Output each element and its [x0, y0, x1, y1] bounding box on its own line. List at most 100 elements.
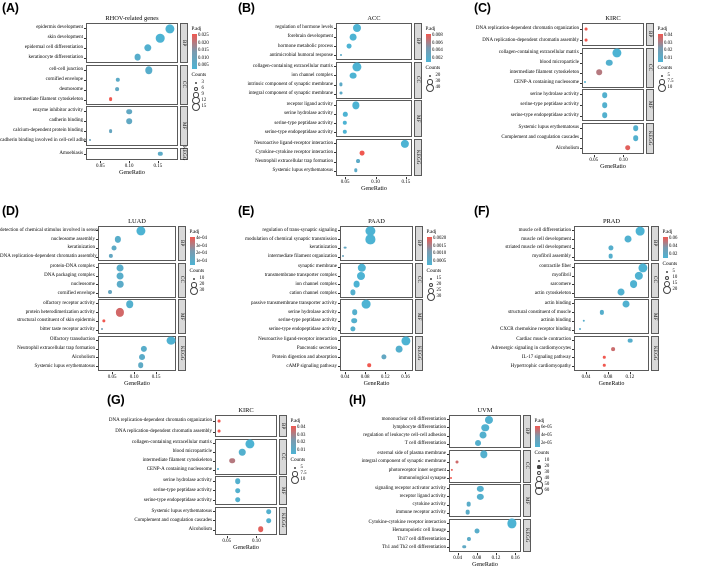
data-point[interactable] — [359, 150, 365, 156]
data-point[interactable] — [507, 518, 517, 528]
data-point[interactable] — [117, 280, 124, 288]
data-point[interactable] — [342, 120, 347, 126]
data-point[interactable] — [239, 449, 246, 456]
data-point[interactable] — [101, 327, 104, 330]
data-point[interactable] — [354, 168, 358, 172]
data-point[interactable] — [350, 289, 356, 295]
data-point[interactable] — [352, 24, 361, 33]
data-point[interactable] — [601, 102, 608, 108]
data-point[interactable] — [351, 317, 358, 324]
data-point[interactable] — [628, 338, 633, 343]
data-point[interactable] — [475, 440, 481, 447]
data-point[interactable] — [108, 128, 113, 133]
data-point[interactable] — [479, 431, 487, 439]
data-point[interactable] — [365, 226, 375, 236]
data-point[interactable] — [349, 72, 357, 80]
data-point[interactable] — [455, 460, 459, 464]
data-point[interactable] — [634, 271, 644, 281]
data-point[interactable] — [353, 280, 361, 288]
data-point[interactable] — [355, 159, 360, 164]
data-point[interactable] — [265, 517, 272, 524]
data-point[interactable] — [339, 91, 343, 95]
data-point[interactable] — [234, 478, 241, 485]
data-point[interactable] — [365, 234, 375, 244]
data-point[interactable] — [462, 544, 466, 549]
data-point[interactable] — [341, 254, 344, 257]
data-point[interactable] — [217, 429, 221, 433]
data-point[interactable] — [608, 253, 614, 259]
data-point[interactable] — [343, 111, 348, 117]
data-point[interactable] — [265, 509, 272, 515]
data-point[interactable] — [117, 264, 124, 272]
data-point[interactable] — [395, 345, 403, 353]
data-point[interactable] — [245, 439, 255, 449]
data-point[interactable] — [166, 336, 176, 346]
data-point[interactable] — [599, 310, 604, 315]
data-point[interactable] — [400, 139, 410, 148]
data-point[interactable] — [144, 44, 152, 52]
data-point[interactable] — [134, 53, 142, 61]
data-point[interactable] — [466, 502, 471, 507]
data-point[interactable] — [115, 308, 124, 317]
data-point[interactable] — [603, 364, 606, 367]
data-point[interactable] — [356, 271, 365, 280]
data-point[interactable] — [342, 129, 347, 134]
data-point[interactable] — [357, 263, 366, 272]
data-point[interactable] — [343, 246, 347, 250]
data-point[interactable] — [350, 326, 356, 332]
data-point[interactable] — [367, 363, 372, 368]
data-point[interactable] — [617, 288, 625, 296]
data-point[interactable] — [596, 69, 602, 76]
data-point[interactable] — [465, 509, 471, 515]
data-point[interactable] — [481, 423, 490, 432]
data-point[interactable] — [234, 487, 241, 494]
data-point[interactable] — [450, 468, 453, 472]
data-point[interactable] — [351, 309, 358, 316]
data-point[interactable] — [136, 226, 146, 236]
data-point[interactable] — [624, 144, 631, 151]
data-point[interactable] — [629, 280, 638, 289]
data-point[interactable] — [606, 59, 613, 66]
data-point[interactable] — [339, 82, 343, 86]
data-point[interactable] — [137, 362, 144, 369]
data-point[interactable] — [611, 346, 616, 351]
data-point[interactable] — [612, 48, 622, 58]
data-point[interactable] — [632, 125, 639, 132]
data-point[interactable] — [582, 319, 586, 322]
data-point[interactable] — [107, 290, 112, 295]
data-point[interactable] — [635, 226, 645, 236]
data-point[interactable] — [88, 139, 91, 142]
data-point[interactable] — [108, 253, 113, 259]
data-point[interactable] — [138, 354, 145, 361]
data-point[interactable] — [126, 300, 134, 308]
data-point[interactable] — [474, 528, 480, 534]
data-point[interactable] — [352, 101, 360, 110]
data-point[interactable] — [362, 299, 371, 309]
data-point[interactable] — [229, 457, 235, 464]
data-point[interactable] — [145, 66, 153, 74]
data-point[interactable] — [115, 77, 121, 82]
data-point[interactable] — [108, 96, 113, 101]
data-point[interactable] — [157, 151, 163, 156]
data-point[interactable] — [484, 415, 493, 424]
data-point[interactable] — [165, 24, 175, 34]
data-point[interactable] — [114, 87, 119, 92]
data-point[interactable] — [340, 53, 343, 56]
data-point[interactable] — [346, 43, 352, 49]
data-point[interactable] — [583, 80, 586, 83]
data-point[interactable] — [126, 108, 132, 115]
data-point[interactable] — [216, 468, 219, 471]
data-point[interactable] — [401, 336, 411, 346]
data-point[interactable] — [624, 235, 632, 243]
data-point[interactable] — [584, 38, 588, 42]
data-point[interactable] — [111, 245, 117, 251]
data-point[interactable] — [155, 33, 165, 43]
data-point[interactable] — [140, 345, 147, 352]
data-point[interactable] — [622, 300, 630, 308]
data-point[interactable] — [601, 112, 608, 118]
data-point[interactable] — [579, 327, 582, 330]
data-point[interactable] — [480, 450, 488, 459]
data-point[interactable] — [381, 354, 387, 360]
data-point[interactable] — [234, 496, 241, 503]
data-point[interactable] — [632, 135, 639, 141]
